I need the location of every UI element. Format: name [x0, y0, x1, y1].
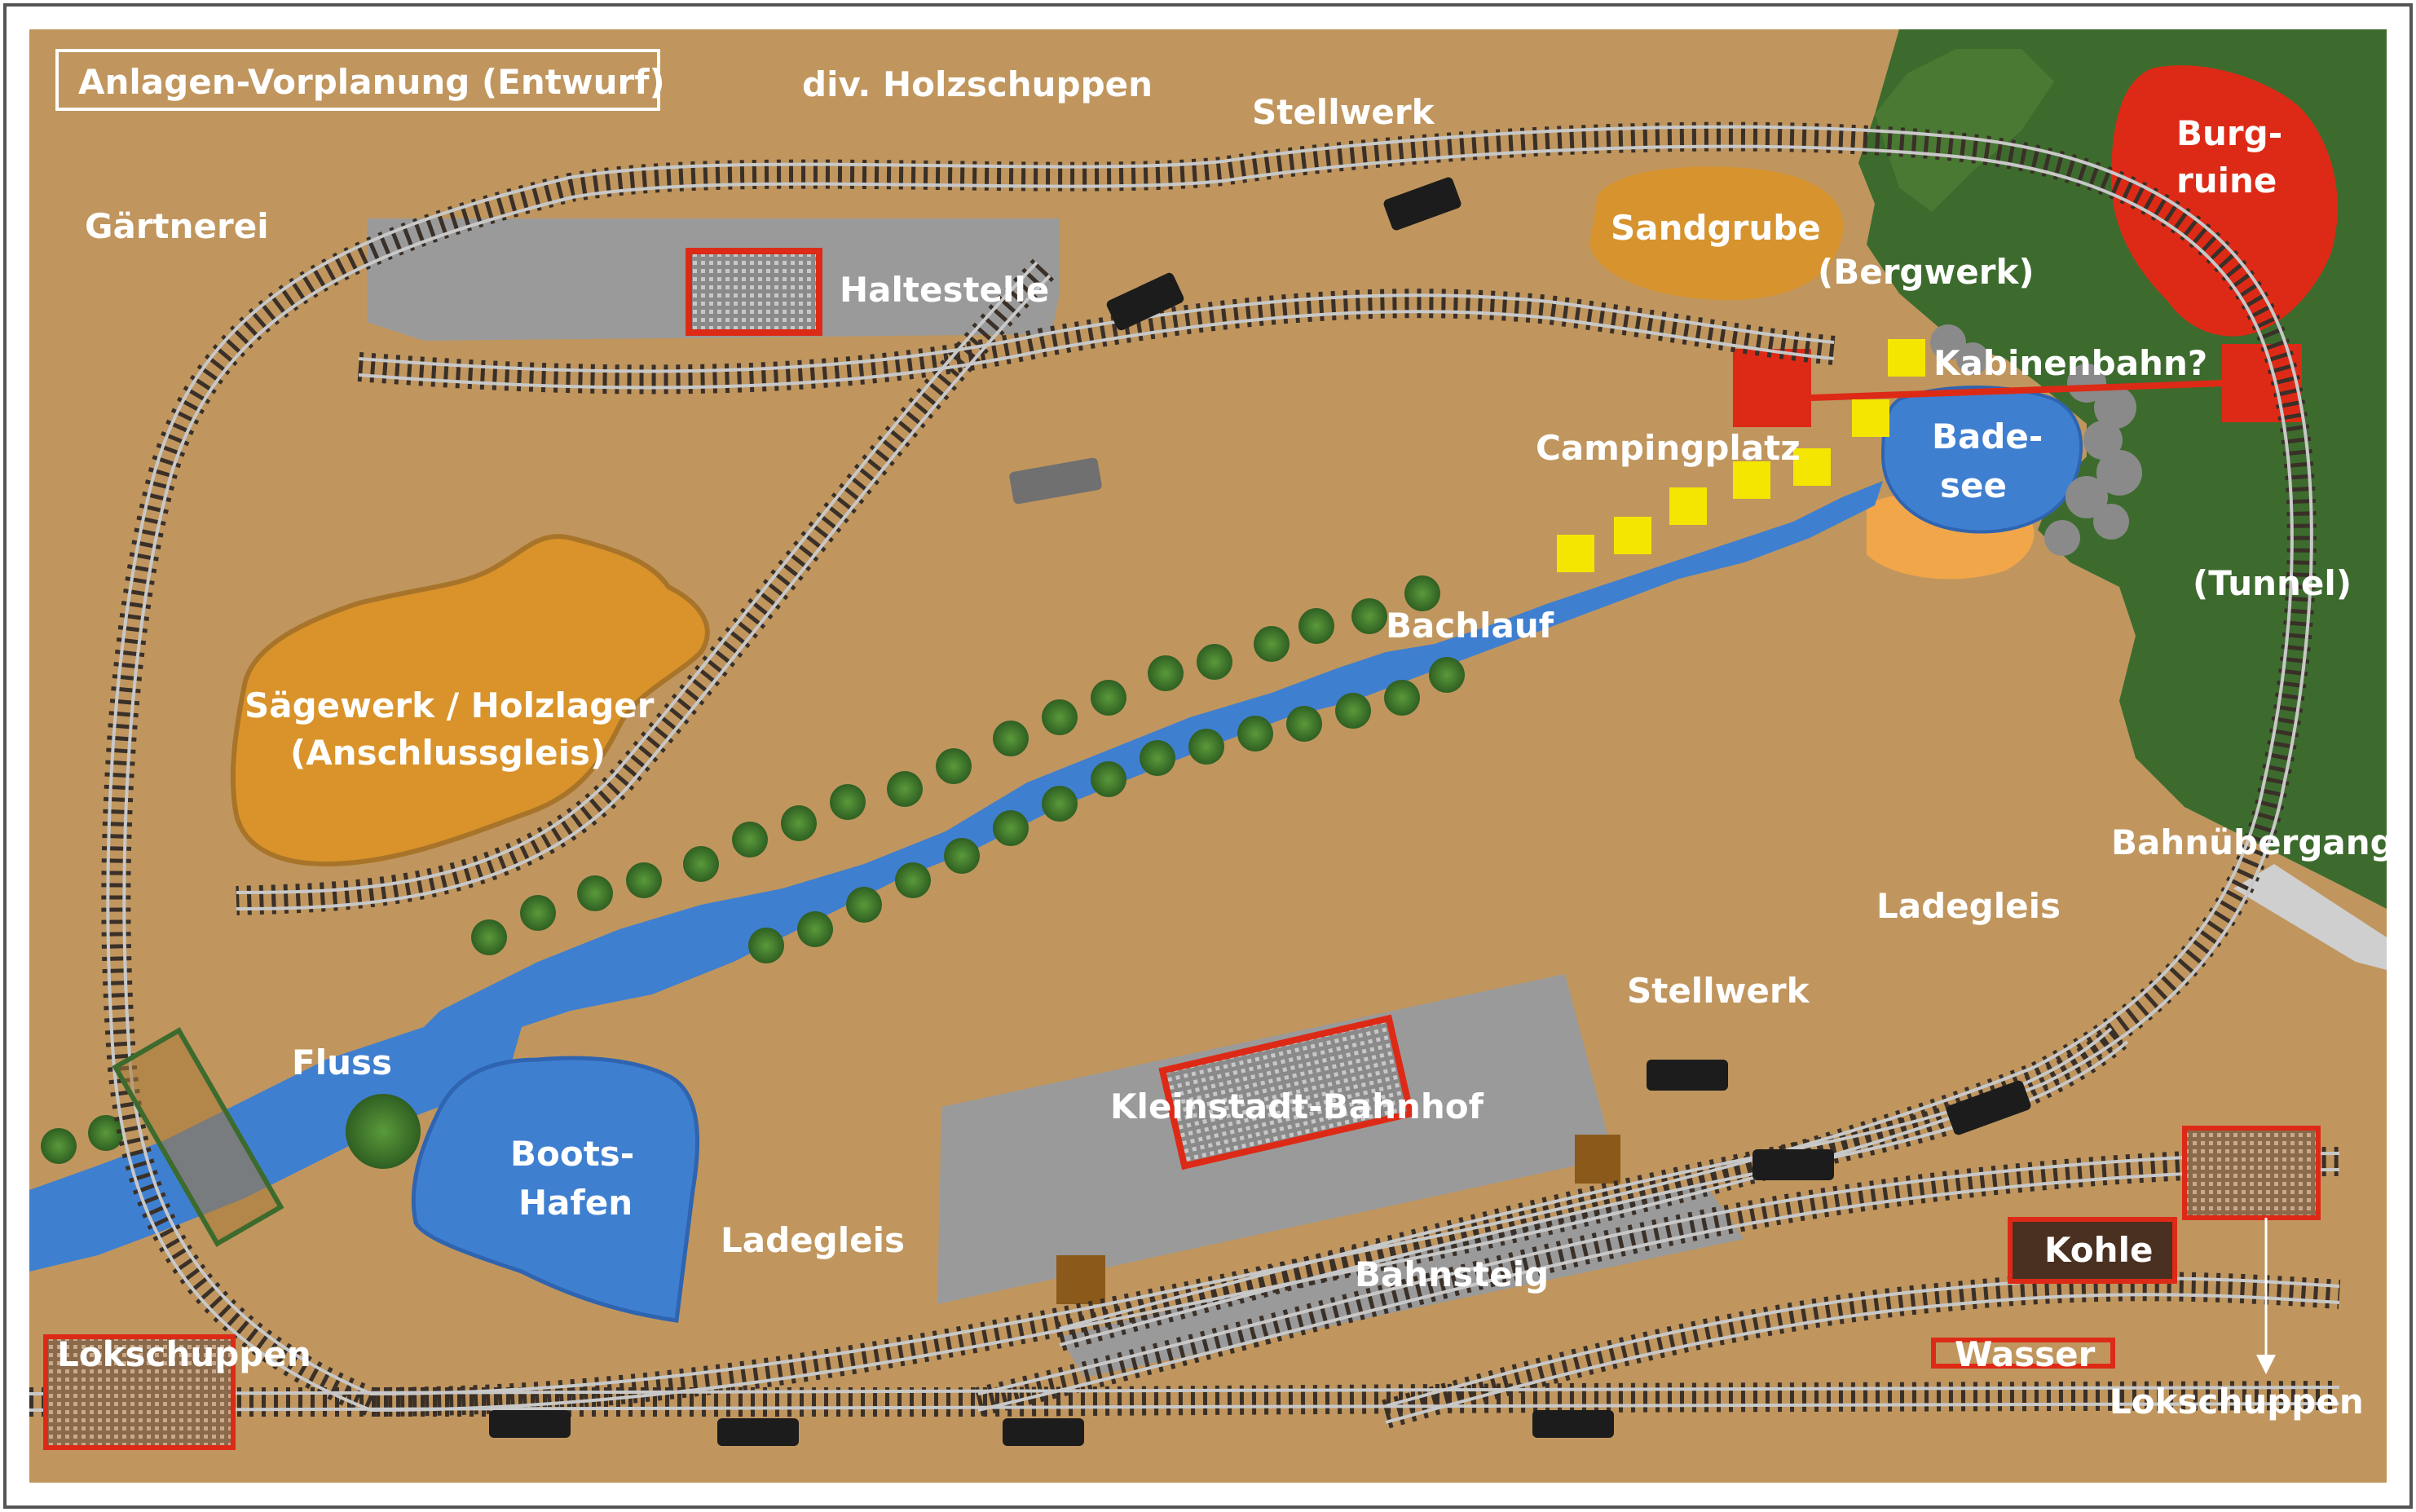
label-campingplatz: Campingplatz	[1536, 428, 1801, 468]
coal-box	[2008, 1217, 2177, 1284]
station-building	[1158, 1014, 1415, 1170]
label-badesee-2: see	[1940, 465, 2007, 505]
title-box	[55, 49, 660, 111]
label-fluss: Fluss	[292, 1043, 392, 1082]
station-post-left	[1056, 1255, 1105, 1304]
plan-title: Anlagen-Vorplanung (Entwurf)	[78, 62, 665, 102]
tree-row-upper	[471, 575, 1440, 955]
tunnel-rocks	[1930, 324, 2142, 556]
label-bootshafen-2: Hafen	[518, 1183, 633, 1223]
cable-car	[1733, 344, 2302, 427]
sand-pit	[1589, 166, 1844, 301]
label-haltestelle: Haltestelle	[840, 270, 1049, 310]
label-bootshafen-1: Boots-	[510, 1134, 634, 1174]
label-kabinenbahn: Kabinenbahn?	[1933, 343, 2207, 383]
label-ladegleis-right: Ladegleis	[1876, 886, 2061, 926]
label-ladegleis-left: Ladegleis	[721, 1220, 905, 1260]
arrow-head-icon	[2256, 1355, 2276, 1374]
sawmill-area	[230, 534, 710, 867]
label-bahnsteig: Bahnsteig	[1355, 1254, 1549, 1294]
label-holzschuppen: div. Holzschuppen	[802, 64, 1153, 104]
label-wasser: Wasser	[1955, 1334, 2096, 1374]
tree-group-left	[41, 1094, 421, 1169]
tree-row-lower	[748, 657, 1465, 963]
water-box	[1931, 1338, 2115, 1369]
label-kleinstadt: Kleinstadt-Bahnhof	[1110, 1087, 1484, 1126]
label-saegewerk-2: (Anschlussgleis)	[290, 733, 606, 773]
label-bergwerk: (Bergwerk)	[1818, 252, 2035, 292]
engine-shed-right	[2182, 1126, 2321, 1220]
label-tunnel: (Tunnel)	[2193, 563, 2352, 603]
station-post-right	[1575, 1135, 1620, 1184]
label-burg-1: Burg-	[2176, 113, 2282, 153]
label-kohle: Kohle	[2044, 1230, 2153, 1270]
label-gaertnerei: Gärtnerei	[85, 206, 269, 246]
forest-edge	[1875, 49, 2054, 212]
boat-harbor	[411, 1056, 700, 1323]
label-stellwerk-bottom: Stellwerk	[1627, 971, 1810, 1011]
label-lokschuppen-left: Lokschuppen	[57, 1334, 311, 1374]
river-bridge	[112, 1027, 284, 1247]
label-stellwerk-top: Stellwerk	[1252, 92, 1435, 132]
engine-shed-left	[43, 1334, 236, 1450]
label-burg-2: ruine	[2176, 161, 2277, 201]
label-sandgrube: Sandgrube	[1611, 208, 1821, 248]
camping-pitches	[1557, 339, 1925, 572]
label-saegewerk-1: Sägewerk / Holzlager	[245, 685, 655, 725]
stop-building	[686, 248, 822, 336]
castle-ruin-area	[2111, 65, 2338, 337]
label-badesee-1: Bade-	[1932, 417, 2043, 456]
label-lokschuppen-right: Lokschuppen	[2110, 1382, 2364, 1422]
label-bachlauf: Bachlauf	[1386, 606, 1554, 646]
lake	[1880, 386, 2083, 534]
level-crossing	[2233, 864, 2387, 970]
label-bahnuebergang: Bahnübergang	[2111, 822, 2395, 862]
track-network	[29, 121, 2341, 1446]
